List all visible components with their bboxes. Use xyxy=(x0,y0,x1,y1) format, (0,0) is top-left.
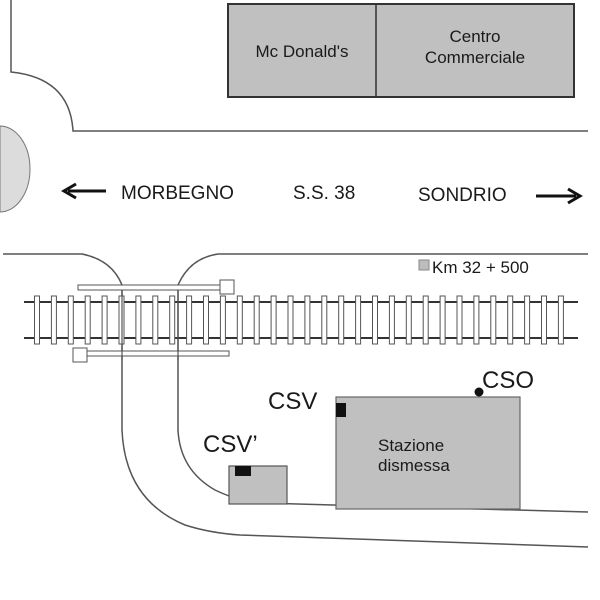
railway-sleeper xyxy=(355,295,362,345)
stazione-label-line1: Stazione xyxy=(378,436,444,455)
level-crossing-barrier-north xyxy=(77,279,235,295)
arrow-left-icon xyxy=(61,182,106,200)
centro-commerciale-label-line1: Centro xyxy=(449,27,500,46)
railway-sleeper xyxy=(405,295,412,345)
stazione-label-line2: dismessa xyxy=(378,456,450,475)
railway-sleeper xyxy=(135,295,142,345)
direction-morbegno: MORBEGNO xyxy=(121,183,234,204)
milestone-marker xyxy=(418,259,430,271)
railway-sleeper xyxy=(541,295,547,345)
railway-sleeper xyxy=(50,295,57,345)
railway-sleeper xyxy=(507,295,514,345)
railway-sleeper xyxy=(473,295,480,345)
railway-sleeper xyxy=(34,295,40,345)
csv-prime-sampler-icon xyxy=(235,466,251,476)
railway-sleeper xyxy=(287,295,294,345)
railway-sleeper xyxy=(270,295,277,345)
railway-sleeper xyxy=(253,295,260,345)
railway-sleeper xyxy=(372,295,378,345)
railway-sleeper xyxy=(203,295,209,345)
arrow-right-icon xyxy=(536,187,583,205)
railway-sleeper xyxy=(152,295,159,345)
railway-sleeper xyxy=(524,295,531,345)
railway-sleeper xyxy=(67,295,74,345)
csv-prime-label: CSV’ xyxy=(203,431,258,458)
road-name: S.S. 38 xyxy=(293,183,355,204)
csv-label: CSV xyxy=(268,388,317,415)
direction-sondrio: SONDRIO xyxy=(418,185,507,206)
railway-sleeper xyxy=(101,295,108,345)
roundabout xyxy=(0,125,31,213)
railway-sleeper xyxy=(338,295,345,345)
railway-sleeper xyxy=(456,295,463,345)
level-crossing-barrier-south xyxy=(72,347,230,363)
railway-sleeper xyxy=(169,295,176,345)
building-stazione-dismessa xyxy=(335,396,521,510)
building-centro-commerciale xyxy=(375,3,575,98)
cso-label: CSO xyxy=(482,367,534,394)
road-edge-north xyxy=(10,0,588,132)
centro-commerciale-label-line2: Commerciale xyxy=(425,48,525,67)
railway-sleeper xyxy=(321,295,328,345)
railway-sleeper xyxy=(84,295,91,345)
cso-sampler-icon xyxy=(474,387,484,397)
railway-sleeper xyxy=(304,295,311,345)
railway-sleeper xyxy=(490,295,497,345)
road-edge-south-west xyxy=(3,253,589,548)
railway-sleeper xyxy=(219,295,226,345)
railway-sleeper xyxy=(422,295,429,345)
railway-track xyxy=(24,290,578,360)
milestone-label: Km 32 + 500 xyxy=(432,258,529,277)
csv-sampler-icon xyxy=(336,403,346,417)
railway-sleeper xyxy=(439,295,446,345)
railway-sleeper xyxy=(557,295,564,345)
railway-sleeper xyxy=(186,295,193,345)
mcdonalds-label: Mc Donald's xyxy=(255,42,348,61)
railway-sleeper xyxy=(236,295,243,345)
railway-sleeper xyxy=(388,295,395,345)
